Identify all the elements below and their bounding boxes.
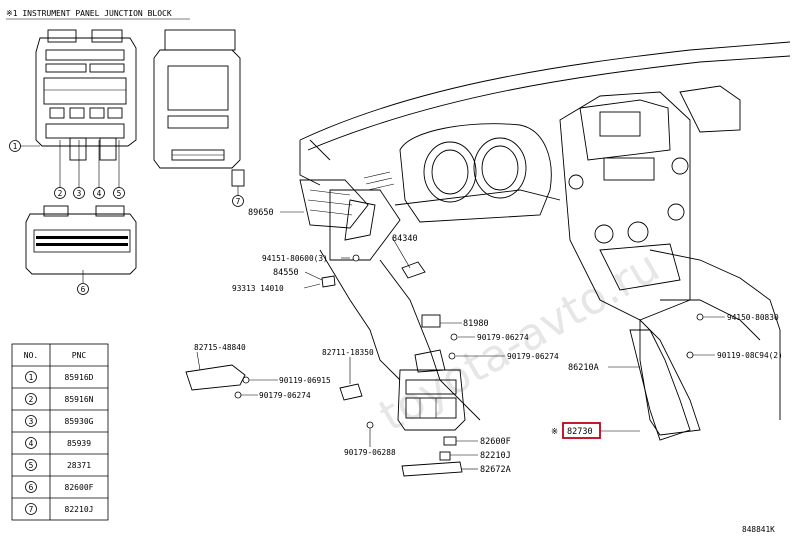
callout-6: 6 xyxy=(77,283,89,295)
row-number: 2 xyxy=(29,395,34,404)
row-pnc: 85930G xyxy=(65,417,94,426)
row-pnc: 85916N xyxy=(65,395,94,404)
highlight-box-82730 xyxy=(562,422,601,439)
svg-text:6: 6 xyxy=(81,285,86,294)
table-row: 1 85916D xyxy=(25,371,94,383)
label-90179-06274-b: 90179-06274 xyxy=(507,352,559,361)
label-90179-06274-c: 90179-06274 xyxy=(259,391,311,400)
callout-2: 2 xyxy=(54,187,66,199)
table-row: 4 85939 xyxy=(25,437,91,449)
label-81980: 81980 xyxy=(463,319,489,329)
label-90179-06288: 90179-06288 xyxy=(344,448,396,457)
row-number: 4 xyxy=(29,439,34,448)
label-82600F: 82600F xyxy=(480,437,511,447)
row-number: 7 xyxy=(29,505,34,514)
table-header-pnc: PNC xyxy=(72,351,87,360)
dashboard-illustration xyxy=(185,41,791,477)
row-number-circle xyxy=(25,481,37,493)
label-82672A: 82672A xyxy=(480,465,511,475)
callout-1: 1 xyxy=(9,140,21,152)
svg-text:1: 1 xyxy=(13,142,18,151)
table-row: 3 85930G xyxy=(25,415,94,427)
row-number-circle xyxy=(25,371,37,383)
label-82715-48840: 82715-48840 xyxy=(194,343,246,352)
svg-text:5: 5 xyxy=(117,189,122,198)
label-90179-06274-a: 90179-06274 xyxy=(477,333,529,342)
row-number: 3 xyxy=(29,417,34,426)
table-row: 7 82210J xyxy=(25,503,94,515)
label-82711-18350: 82711-18350 xyxy=(322,348,374,357)
figure-code: 848841K xyxy=(742,525,775,534)
callout-4: 4 xyxy=(93,187,105,199)
table-header-no: NO. xyxy=(24,351,38,360)
label-94150-80830: 94150-80830 xyxy=(727,313,779,322)
connector-block-illustration xyxy=(25,205,137,275)
asterisk-mark: ※ xyxy=(551,427,558,437)
row-pnc: 28371 xyxy=(67,461,91,470)
label-90119-06915: 90119-06915 xyxy=(279,376,331,385)
svg-text:3: 3 xyxy=(77,189,82,198)
label-82210J: 82210J xyxy=(480,451,511,461)
table-row: 5 28371 xyxy=(25,459,91,471)
svg-text:4: 4 xyxy=(97,189,102,198)
pnc-table-rows: 1 85916D 2 85916N 3 85930G 4 85939 5 28371 6 82600F… xyxy=(25,371,94,515)
label-82730: 82730 xyxy=(567,427,593,437)
label-84550: 84550 xyxy=(273,268,299,278)
callout-5: 5 xyxy=(113,187,125,199)
row-number-circle xyxy=(25,415,37,427)
row-number: 5 xyxy=(29,461,34,470)
callout-7: 7 xyxy=(232,195,244,207)
label-89650: 89650 xyxy=(248,208,274,218)
row-pnc: 82210J xyxy=(65,505,94,514)
svg-text:2: 2 xyxy=(58,189,63,198)
row-pnc: 82600F xyxy=(65,483,94,492)
row-number: 6 xyxy=(29,483,34,492)
junction-block-rear-illustration xyxy=(153,29,245,187)
junction-block-front-illustration xyxy=(35,29,137,161)
table-row: 6 82600F xyxy=(25,481,94,493)
label-86210A: 86210A xyxy=(568,363,599,373)
row-number-circle xyxy=(25,503,37,515)
label-90119-08C94: 90119-08C94(2) xyxy=(717,351,783,360)
row-number-circle xyxy=(25,393,37,405)
row-number-circle xyxy=(25,437,37,449)
label-94151-80600: 94151-80600(3) xyxy=(262,254,328,263)
svg-text:7: 7 xyxy=(236,197,241,206)
inset-title: ※1 INSTRUMENT PANEL JUNCTION BLOCK xyxy=(6,9,172,18)
table-row: 2 85916N xyxy=(25,393,94,405)
row-number: 1 xyxy=(29,373,34,382)
fastener-marks xyxy=(234,254,704,429)
row-pnc: 85916D xyxy=(65,373,94,382)
row-number-circle xyxy=(25,459,37,471)
callout-3: 3 xyxy=(73,187,85,199)
label-93313-14010: 93313 14010 xyxy=(232,284,284,293)
label-84340: 84340 xyxy=(392,234,418,244)
row-pnc: 85939 xyxy=(67,439,91,448)
pnc-table: NO. PNC xyxy=(11,343,109,521)
